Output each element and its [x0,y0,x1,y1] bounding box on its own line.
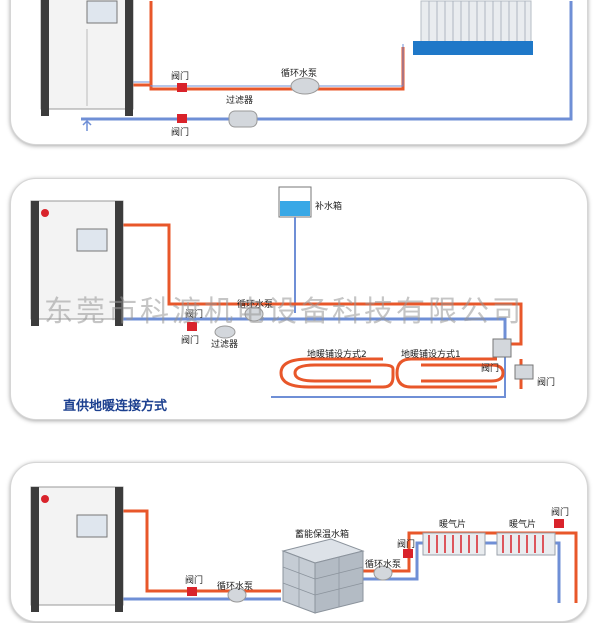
return-pipe-right [353,541,561,603]
floor-coil-1 [395,357,505,389]
label-filter: 过滤器 [211,340,239,350]
hot-supply-pipe [123,223,523,346]
valve-mid-icon [403,549,413,558]
arrow-up-icon [82,119,92,131]
manifold-2-icon [514,364,534,380]
label-pump: 循环水泵 [281,69,318,79]
storage-tank [281,538,365,614]
label-valve-right-2: 阀门 [537,378,556,388]
floor-coil-2 [279,357,395,389]
filter-icon [214,325,236,339]
label-pump: 循环水泵 [237,300,274,310]
pump-icon [290,77,320,95]
label-valve-mid: 阀门 [397,540,416,550]
makeup-tank [278,186,312,218]
pump-right-icon [373,565,393,581]
label-valve-bottom: 阀门 [171,128,190,138]
label-pump-left: 循环水泵 [217,582,254,592]
radiator [413,0,533,55]
radiator-1 [422,532,486,556]
boiler-cabinet [30,200,124,326]
diagram-panel-radiator: 阀门 循环水泵 过滤器 阀门 [10,0,588,145]
diagram-panel-floor-heating: 补水箱 阀门 循环水泵 阀门 过滤器 地暖铺设方式2 地暖铺设方式1 阀门 阀门… [10,178,588,420]
pump-icon [244,306,264,322]
radiator-2 [496,532,556,556]
label-valve-left: 阀门 [185,576,204,586]
label-floor-mode-2: 地暖铺设方式2 [307,350,367,360]
valve-bottom-icon [177,114,187,123]
label-valve-left-2: 阀门 [181,336,200,346]
panel2-pipes [30,186,534,398]
label-floor-mode-1: 地暖铺设方式1 [401,350,461,360]
hot-supply-pipe [129,47,405,91]
diagram-panel-storage-tank: 阀门 循环水泵 蓄能保温水箱 阀门 循环水泵 暖气片 暖气片 阀门 [10,462,588,622]
valve-top-icon [177,83,187,92]
label-pump-right: 循环水泵 [365,560,402,570]
valve-left-icon [187,587,197,596]
diagram-title: 直供地暖连接方式 [63,399,168,414]
boiler-cabinet [30,486,124,612]
label-valve-top: 阀门 [171,72,190,82]
panel1-pipes [40,0,573,131]
label-storage-tank: 蓄能保温水箱 [295,530,350,540]
hot-pipe-left [123,509,281,593]
manifold-1-icon [492,338,512,358]
label-filter: 过滤器 [226,96,254,106]
label-radiator-1: 暖气片 [439,520,467,530]
valve-left-icon [187,322,197,331]
label-makeup-tank: 补水箱 [315,202,343,212]
label-valve-right-1: 阀门 [481,364,500,374]
panel3-pipes [30,486,578,614]
company-watermark: 东莞市科渡机电设备科技有限公司 [44,294,525,328]
label-valve-right: 阀门 [551,508,570,518]
valve-right-icon [554,519,564,528]
boiler-cabinet [40,0,134,116]
label-valve-left: 阀门 [185,310,204,320]
filter-icon [228,110,258,128]
label-radiator-2: 暖气片 [509,520,537,530]
